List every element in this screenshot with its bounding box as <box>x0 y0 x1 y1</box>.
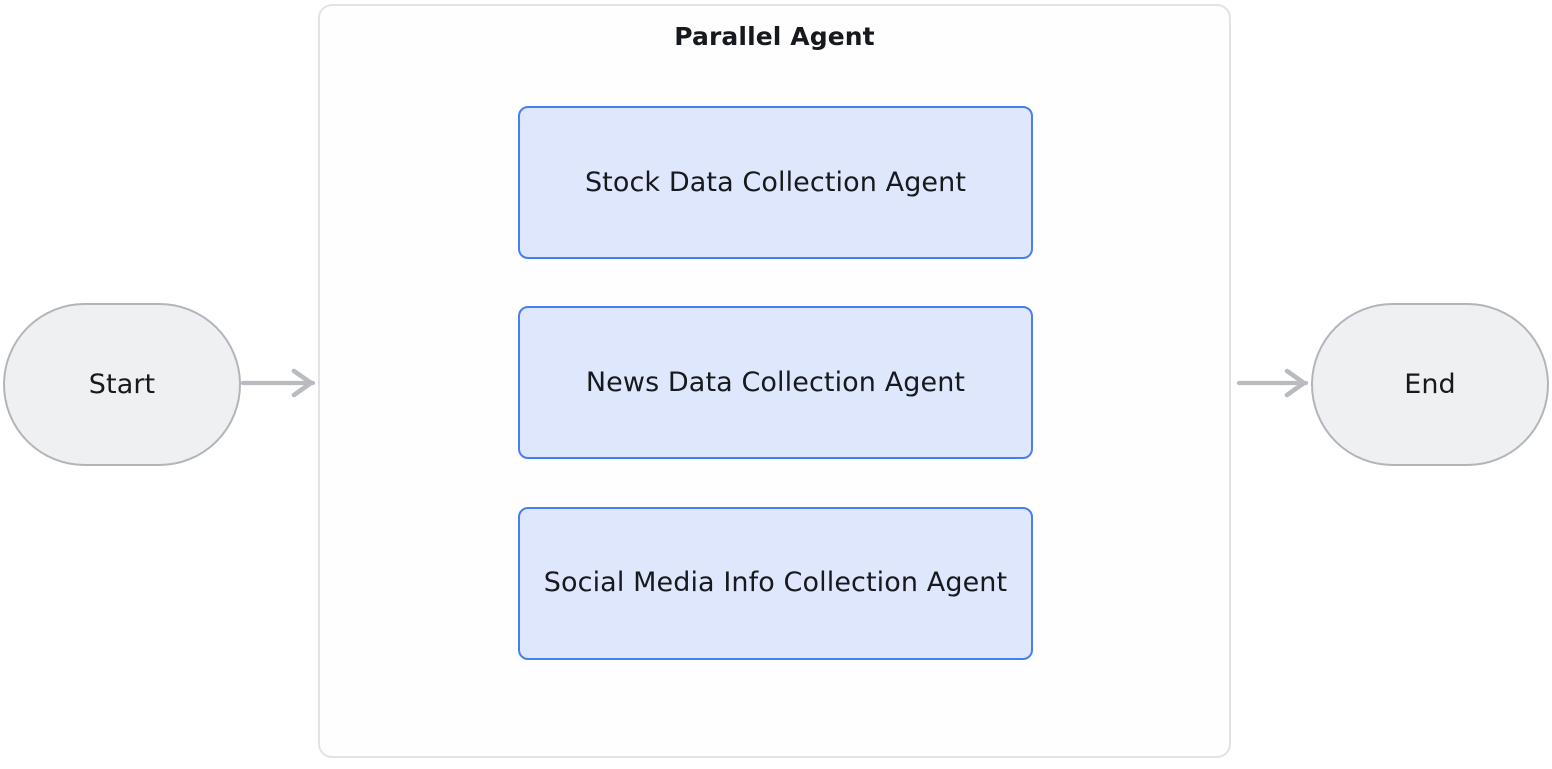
parallel-agent-title: Parallel Agent <box>674 22 875 51</box>
agent-node-label: Stock Data Collection Agent <box>584 167 967 198</box>
node-end[interactable]: End <box>1311 303 1549 466</box>
arrowhead-start-to-parallel <box>291 368 314 398</box>
agent-node-social-media-info-collection[interactable]: Social Media Info Collection Agent <box>518 507 1033 660</box>
agent-node-news-data-collection[interactable]: News Data Collection Agent <box>518 306 1033 459</box>
node-start-label: Start <box>88 369 156 400</box>
agent-node-label: News Data Collection Agent <box>585 367 966 398</box>
agent-node-stock-data-collection[interactable]: Stock Data Collection Agent <box>518 106 1033 259</box>
node-start[interactable]: Start <box>3 303 241 466</box>
arrowhead-parallel-to-end <box>1284 368 1307 398</box>
agent-node-label: Social Media Info Collection Agent <box>543 567 1008 598</box>
node-end-label: End <box>1404 369 1456 400</box>
